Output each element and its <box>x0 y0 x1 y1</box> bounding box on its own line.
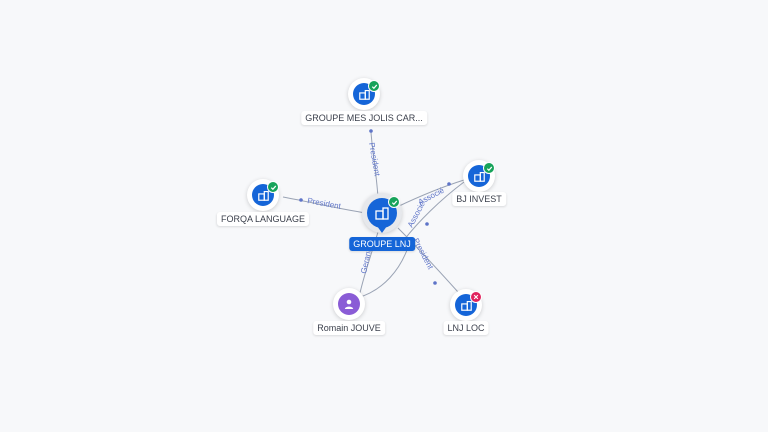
node-label: FORQA LANGUAGE <box>216 212 310 226</box>
active-check-icon <box>368 80 380 92</box>
node-label: Romain JOUVE <box>313 321 385 335</box>
edge-president-forqa[interactable]: President <box>282 196 367 214</box>
active-check-icon <box>388 196 400 208</box>
edge-label: President <box>411 237 435 272</box>
edge-label: President <box>307 196 343 211</box>
active-check-icon <box>267 181 279 193</box>
edge-label: President <box>367 142 382 178</box>
person-icon <box>338 293 360 315</box>
edge-president-mes-jolis[interactable]: President <box>367 129 382 198</box>
edge-label: Gerant <box>359 248 373 275</box>
node-label: BJ INVEST <box>452 192 506 206</box>
pin-pointer <box>377 226 387 233</box>
node-label: LNJ LOC <box>443 321 489 335</box>
node-label: GROUPE MES JOLIS CAR... <box>301 111 427 125</box>
building-icon <box>367 198 397 228</box>
node-label: GROUPE LNJ <box>349 237 415 251</box>
closed-x-icon <box>470 291 482 303</box>
active-check-icon <box>483 162 495 174</box>
